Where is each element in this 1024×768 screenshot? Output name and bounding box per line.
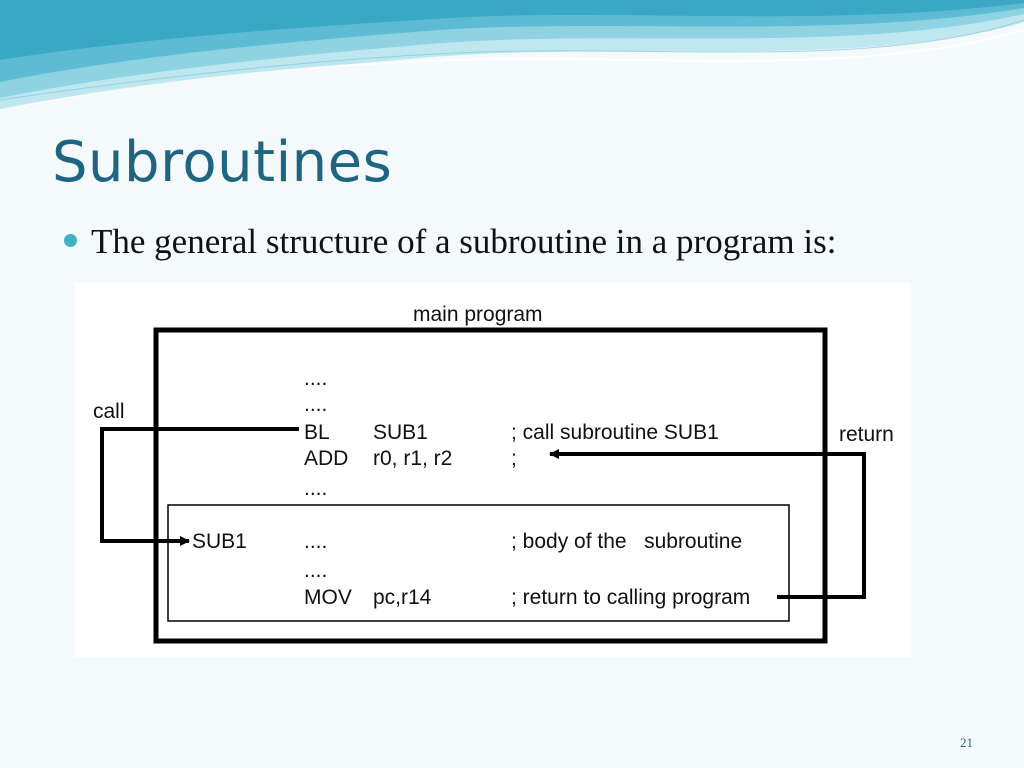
subroutine-box	[167, 504, 790, 622]
main-line-3-operand: SUB1	[373, 421, 428, 444]
bullet-dot-icon	[64, 233, 77, 247]
sub-line-3-op: MOV	[304, 586, 352, 609]
sub-line-1-label: SUB1	[192, 530, 247, 553]
subroutine-diagram: main program call return .... .... BL SU…	[75, 283, 911, 657]
header-wave-decoration	[0, 0, 1024, 111]
main-line-4-operand: r0, r1, r2	[373, 447, 452, 470]
diagram-canvas: main program call return .... .... BL SU…	[93, 303, 894, 644]
main-line-4-op: ADD	[304, 447, 348, 470]
main-line-1-op: ....	[304, 367, 327, 390]
main-line-5-op: ....	[304, 477, 327, 500]
bullet-item: The general structure of a subroutine in…	[64, 222, 836, 262]
main-program-box	[153, 327, 828, 644]
call-arrow	[100, 427, 299, 546]
sub-line-3-operand: pc,r14	[373, 586, 432, 609]
sub-line-3-comment: ; return to calling program	[511, 586, 750, 609]
main-line-3-op: BL	[304, 421, 330, 444]
main-line-2-op: ....	[304, 393, 327, 416]
page-number: 21	[960, 735, 973, 750]
slide-title: Subroutines	[52, 130, 393, 195]
sub-line-2-op: ....	[304, 559, 327, 582]
bullet-text: The general structure of a subroutine in…	[91, 222, 837, 261]
sub-line-1-comment: ; body of the subroutine	[511, 530, 742, 553]
return-label: return	[839, 423, 894, 446]
main-line-4-comment: ;	[511, 447, 517, 470]
call-label: call	[93, 400, 125, 423]
main-line-3-comment: ; call subroutine SUB1	[511, 421, 719, 444]
main-program-label: main program	[413, 303, 543, 326]
sub-line-1-op: ....	[304, 530, 327, 553]
return-arrow	[549, 449, 866, 599]
